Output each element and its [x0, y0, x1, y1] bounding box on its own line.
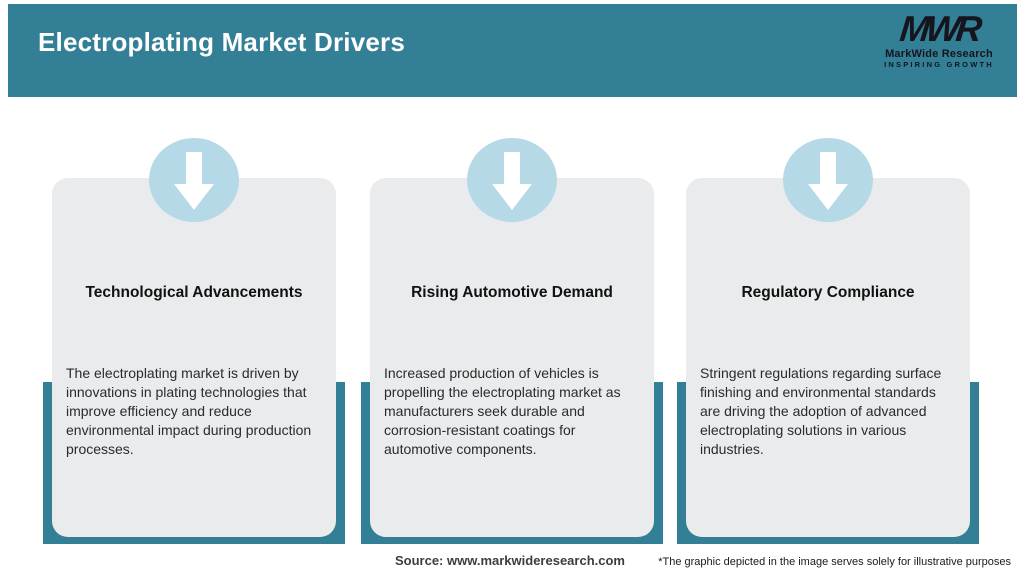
card-description: Increased production of vehicles is prop… — [384, 365, 621, 457]
down-arrow-icon — [783, 138, 873, 222]
driver-card-rising-automotive-demand: Rising Automotive Demand Increased produ… — [361, 138, 663, 544]
logo-monogram: MWR — [897, 8, 981, 49]
header-bar: Electroplating Market Drivers MWR MarkWi… — [8, 4, 1017, 97]
page-title: Electroplating Market Drivers — [38, 27, 406, 57]
card-title: Regulatory Compliance — [741, 284, 915, 301]
card-body: Regulatory Compliance Stringent regulati… — [686, 178, 970, 537]
disclaimer-text: *The graphic depicted in the image serve… — [658, 556, 1011, 568]
driver-card-technological-advancements: Technological Advancements The electropl… — [43, 138, 345, 544]
card-body: Rising Automotive Demand Increased produ… — [370, 178, 654, 537]
down-arrow-icon — [467, 138, 557, 222]
source-text: Source: www.markwideresearch.com — [394, 553, 625, 568]
card-body: Technological Advancements The electropl… — [52, 178, 336, 537]
driver-card-regulatory-compliance: Regulatory Compliance Stringent regulati… — [677, 138, 979, 544]
card-description: Stringent regulations regarding surface … — [700, 365, 942, 457]
down-arrow-icon — [149, 138, 239, 222]
card-title: Rising Automotive Demand — [411, 284, 613, 301]
logo-tagline: INSPIRING GROWTH — [884, 60, 994, 69]
card-description: The electroplating market is driven by i… — [66, 365, 312, 457]
card-title: Technological Advancements — [85, 284, 303, 301]
markwide-research-logo: MWR MarkWide Research INSPIRING GROWTH — [879, 8, 999, 70]
logo-name: MarkWide Research — [885, 48, 993, 60]
